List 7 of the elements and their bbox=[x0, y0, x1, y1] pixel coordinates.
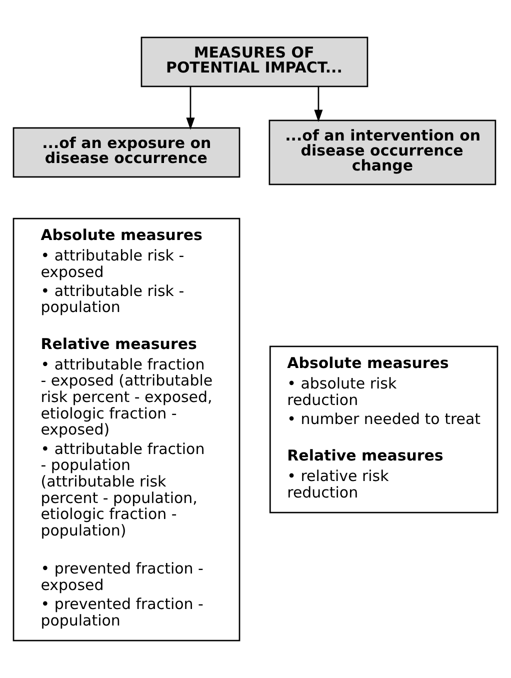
arrow bbox=[314, 86, 323, 122]
node-box: Absolute measures • absolute risk reduction • number needed to treat Relative measures • relative risk reduction bbox=[269, 346, 498, 514]
arrow bbox=[186, 86, 195, 130]
node-box: ...of an exposure on disease occurrence bbox=[12, 127, 240, 178]
node-box: Absolute measures • attributable risk - exposed • attributable risk - population Relative measures • attributable fraction - exposed (attributable risk percent - exposed, etiologic fraction - exposed) • attributable fraction - population (attributable risk percent - population, etiologic fraction - population) • prevented fraction - exposed • prevented fraction - population bbox=[12, 218, 240, 642]
node-box: MEASURES OF POTENTIAL IMPACT... bbox=[140, 36, 368, 88]
node-box: ...of an intervention on disease occurrence change bbox=[268, 120, 496, 186]
